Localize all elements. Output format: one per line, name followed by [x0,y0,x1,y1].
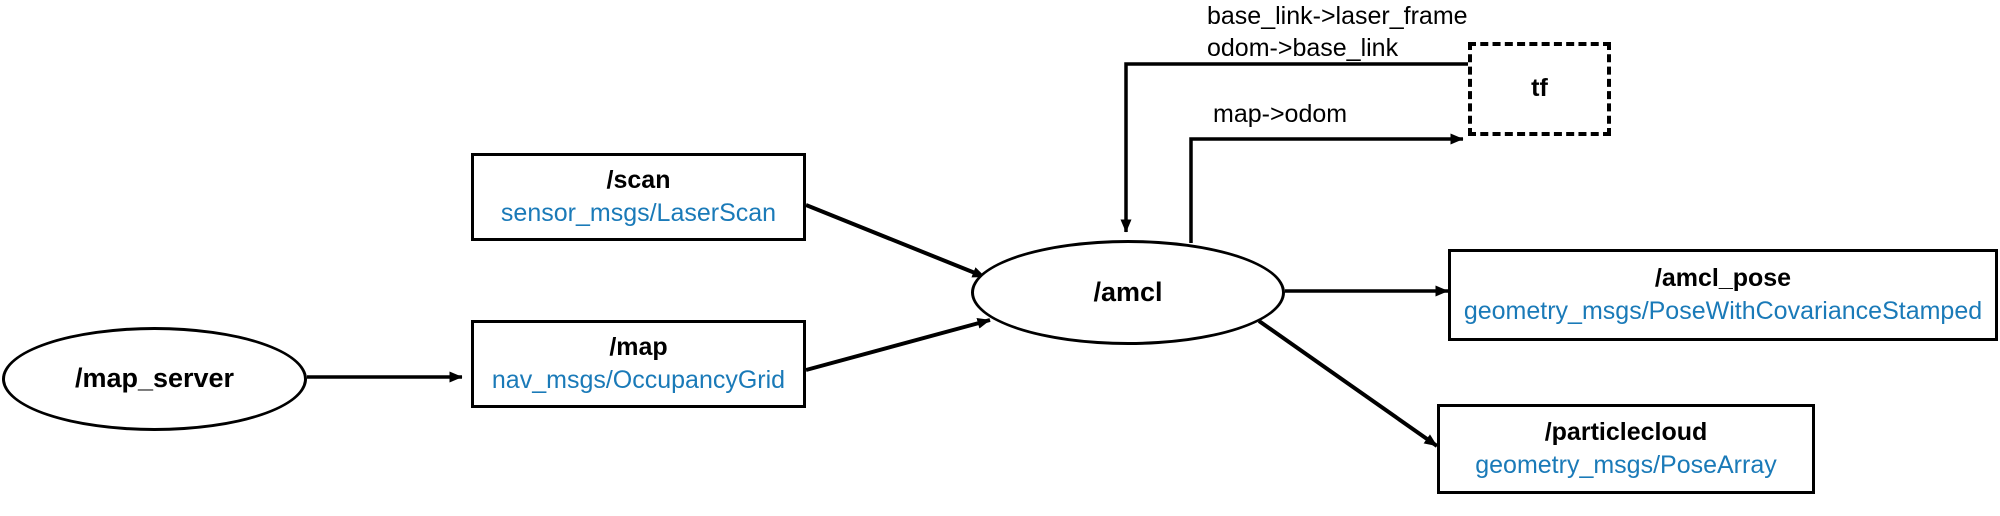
node-map-server[interactable]: /map_server [2,327,307,431]
node-topic-particlecloud-type: geometry_msgs/PoseArray [1475,450,1777,479]
edge-label-odom-base-link: odom->base_link [1207,34,1399,62]
node-topic-particlecloud-label: /particlecloud [1544,418,1708,446]
edge-scan-to-amcl [805,203,986,279]
node-tf[interactable]: tf [1468,42,1611,136]
node-topic-map-type: nav_msgs/OccupancyGrid [491,365,786,394]
node-topic-scan-type: sensor_msgs/LaserScan [500,198,777,227]
edge-tf-to-amcl [1120,62,1468,233]
node-amcl-label: /amcl [1093,276,1163,307]
node-map-server-label: /map_server [74,363,235,394]
edge-label-base-link-laser-frame: base_link->laser_frame [1207,2,1468,30]
node-topic-amcl-pose[interactable]: /amcl_pose geometry_msgs/PoseWithCovaria… [1448,249,1998,341]
edge-amcl-to-tf [1189,133,1464,243]
edge-amcl-to-particlecloud [1257,319,1439,448]
edge-label-tf-transforms: base_link->laser_frame odom->base_link [1207,0,1468,64]
node-tf-label: tf [1531,74,1548,103]
edge-label-map-odom: map->odom [1213,100,1348,128]
node-topic-amcl-pose-type: geometry_msgs/PoseWithCovarianceStamped [1463,296,1983,325]
node-topic-particlecloud[interactable]: /particlecloud geometry_msgs/PoseArray [1437,404,1815,494]
node-topic-scan[interactable]: /scan sensor_msgs/LaserScan [471,153,806,241]
node-topic-amcl-pose-label: /amcl_pose [1654,264,1792,292]
node-topic-map[interactable]: /map nav_msgs/OccupancyGrid [471,320,806,408]
node-topic-map-label: /map [609,333,668,361]
node-amcl[interactable]: /amcl [971,240,1285,345]
edge-map-to-amcl [805,317,991,372]
node-topic-scan-label: /scan [606,166,671,194]
